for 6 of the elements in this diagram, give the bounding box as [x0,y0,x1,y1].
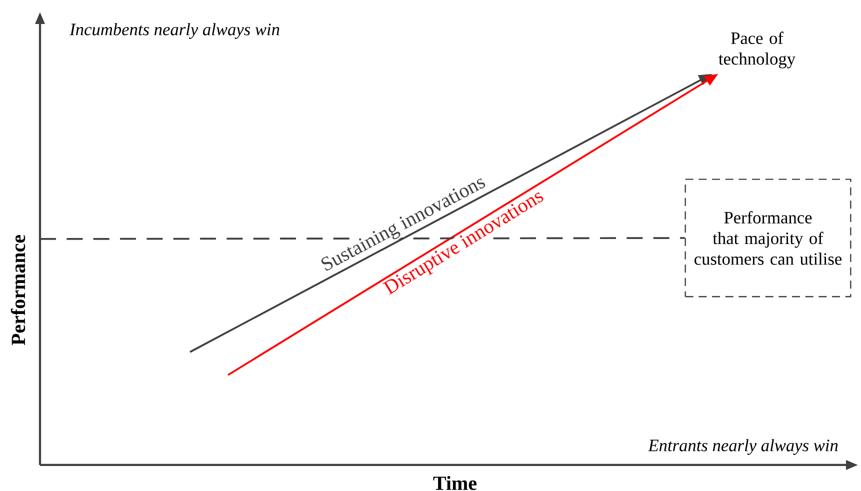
dashed-box: Performance that majority of customers can utilise [684,178,852,298]
axis-title: Performance [10,234,26,346]
axis-title: Time [433,476,477,490]
axis-note: Entrants nearly always win [648,439,838,455]
text-label: Pace of technology [718,32,796,68]
axis-note: Incumbents nearly always win [70,23,280,39]
